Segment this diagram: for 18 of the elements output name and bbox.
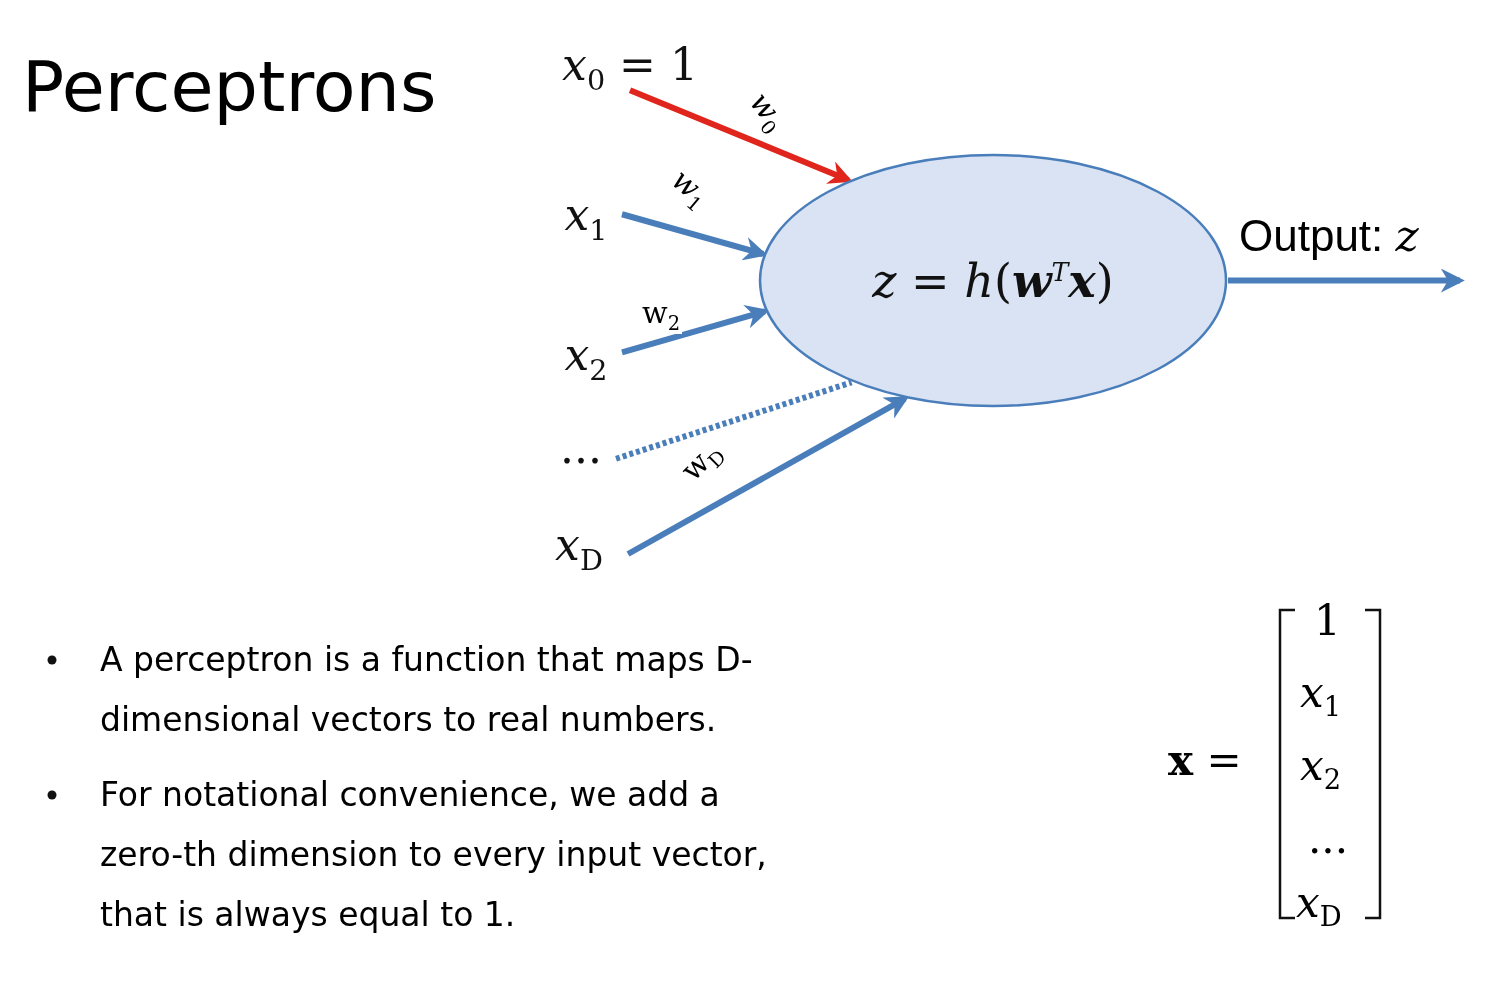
vector-entry: ...: [1308, 818, 1349, 860]
bullet-text: A perceptron is a function that maps D-dimensional vectors to real numbers.: [100, 639, 754, 741]
arrow: [1228, 268, 1465, 293]
arrow: [626, 396, 910, 557]
input-label: x$_{2}$: [564, 328, 608, 387]
vector-entry: x$_{1}$: [1300, 672, 1342, 721]
vector-entry: x$_{D}$: [1296, 882, 1342, 931]
equation-text: x =: [1168, 740, 1242, 782]
input-label: ...: [560, 422, 602, 473]
vector-entry: 1: [1314, 600, 1341, 642]
formula-text: z = h(w$^{T}$x): [872, 253, 1114, 308]
vector-entry: x$_{2}$: [1300, 745, 1342, 794]
arrow: [628, 87, 853, 184]
input-label: x$_{1}$: [564, 188, 608, 247]
input-label: x$_{D}$: [555, 518, 603, 577]
bullet-text: For notational convenience, we add a zero-th dimension to every input vector, that is always equal to 1.: [100, 774, 768, 936]
neuron-ellipse: [758, 153, 1228, 408]
input-label: x$_{0}$ = 1: [562, 38, 698, 97]
